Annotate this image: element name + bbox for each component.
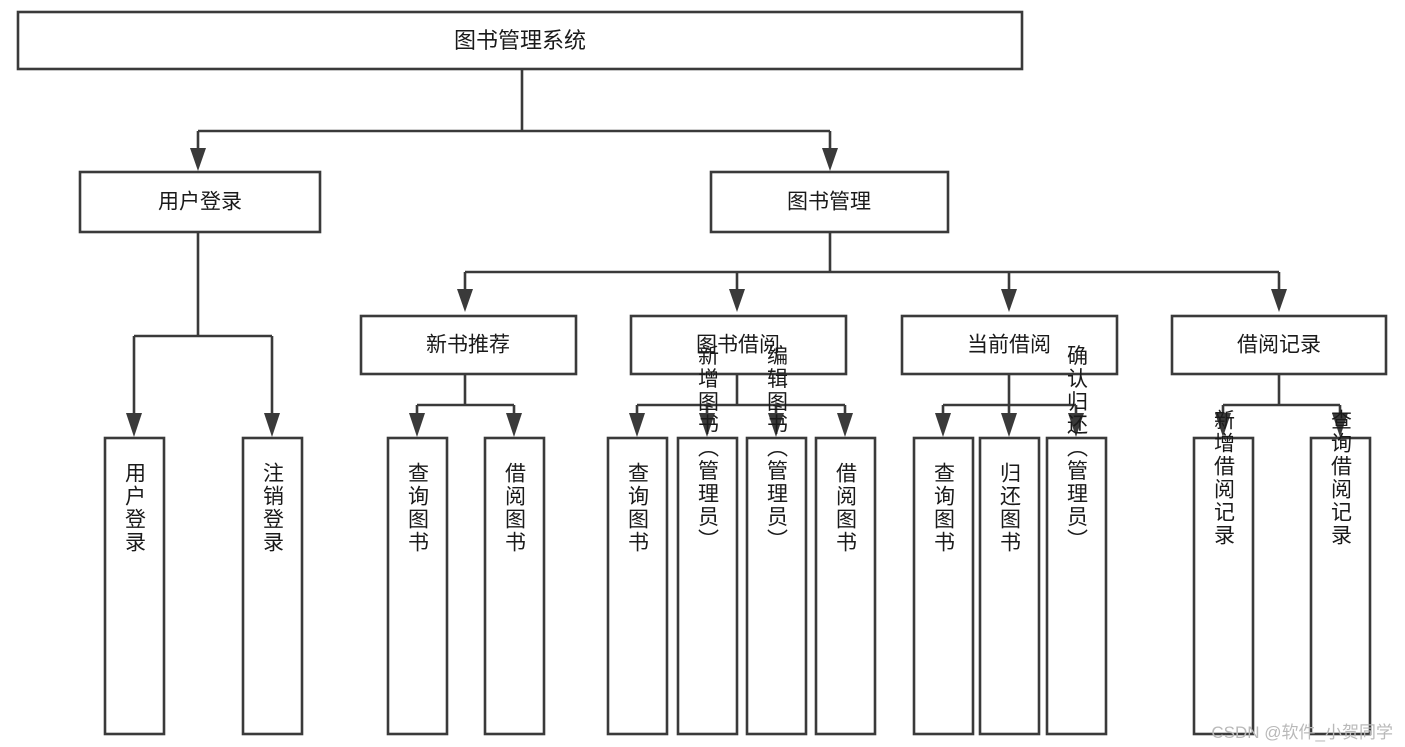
leaf-borrow-book-1[interactable]: 借阅图书: [483, 436, 546, 736]
leaf-query-book-1-label: 查询图书: [406, 462, 430, 554]
connector-root-to-level2: [190, 69, 838, 171]
node-book-management-label: 图书管理: [787, 191, 871, 214]
node-book-management[interactable]: 图书管理: [709, 170, 950, 234]
leaf-return-book-label: 归还图书: [998, 462, 1022, 554]
node-user-login[interactable]: 用户登录: [78, 170, 322, 234]
connector-book-mgmt-to-level3: [457, 232, 1287, 312]
leaf-query-borrow-record[interactable]: 查询借阅记录: [1309, 409, 1372, 736]
node-borrow-record-label: 借阅记录: [1237, 334, 1321, 357]
leaf-borrow-book-2-label: 借阅图书: [834, 462, 858, 554]
leaf-add-borrow-record[interactable]: 新增借阅记录: [1192, 409, 1255, 736]
leaf-query-book-2[interactable]: 查询图书: [606, 436, 669, 736]
leaf-query-borrow-record-box[interactable]: [1309, 436, 1372, 736]
node-new-book-recommend[interactable]: 新书推荐: [359, 314, 578, 376]
node-root[interactable]: 图书管理系统: [16, 10, 1024, 71]
node-user-login-box[interactable]: [78, 170, 322, 234]
leaf-user-login-label: 用户登录: [123, 462, 147, 554]
leaf-logout[interactable]: 注销登录: [241, 436, 304, 736]
node-book-borrow-label: 图书借阅: [696, 334, 780, 357]
node-root-box[interactable]: [16, 10, 1024, 71]
node-current-borrow-box[interactable]: [900, 314, 1119, 376]
leaf-query-book-1[interactable]: 查询图书: [386, 436, 449, 736]
leaf-borrow-book-1-label: 借阅图书: [503, 462, 527, 554]
node-book-management-box[interactable]: [709, 170, 950, 234]
node-current-borrow[interactable]: 当前借阅: [900, 314, 1119, 376]
leaf-confirm-return-admin-box[interactable]: [1045, 436, 1108, 736]
leaf-return-book-box[interactable]: [978, 436, 1041, 736]
node-book-borrow[interactable]: 图书借阅: [629, 314, 848, 376]
connector-new-book-to-leaves: [409, 374, 522, 437]
leaf-borrow-book-2[interactable]: 借阅图书: [814, 436, 877, 736]
leaf-return-book[interactable]: 归还图书: [978, 436, 1041, 736]
leaf-edit-book-admin-box[interactable]: [745, 436, 808, 736]
leaf-user-login-box[interactable]: [103, 436, 166, 736]
node-new-book-recommend-box[interactable]: [359, 314, 578, 376]
leaf-edit-book-admin-label: 编辑图书（管理员）: [765, 345, 789, 552]
leaf-add-book-admin[interactable]: 新增图书（管理员）: [676, 345, 739, 736]
connector-user-login-to-leaves: [126, 232, 280, 437]
leaf-edit-book-admin[interactable]: 编辑图书（管理员）: [745, 345, 808, 736]
leaf-add-book-admin-label: 新增图书（管理员）: [696, 345, 720, 552]
connector-current-borrow-to-leaves: [935, 374, 1084, 437]
leaf-query-book-3-box[interactable]: [912, 436, 975, 736]
node-borrow-record[interactable]: 借阅记录: [1170, 314, 1388, 376]
leaf-add-book-admin-box[interactable]: [676, 436, 739, 736]
leaf-confirm-return-admin[interactable]: 确认归还（管理员）: [1045, 345, 1108, 736]
leaf-query-book-3-label: 查询图书: [932, 462, 956, 554]
leaf-logout-label: 注销登录: [261, 462, 285, 554]
connector-book-borrow-to-leaves: [629, 374, 853, 437]
node-user-login-label: 用户登录: [158, 191, 242, 214]
node-book-borrow-box[interactable]: [629, 314, 848, 376]
leaf-borrow-book-2-box[interactable]: [814, 436, 877, 736]
node-root-label: 图书管理系统: [454, 28, 586, 53]
leaf-query-book-3[interactable]: 查询图书: [912, 436, 975, 736]
leaf-add-borrow-record-label: 新增借阅记录: [1212, 409, 1236, 547]
leaf-query-book-1-box[interactable]: [386, 436, 449, 736]
leaf-query-borrow-record-label: 查询借阅记录: [1329, 409, 1353, 547]
leaf-user-login[interactable]: 用户登录: [103, 436, 166, 736]
node-new-book-recommend-label: 新书推荐: [426, 334, 510, 357]
leaf-add-borrow-record-box[interactable]: [1192, 436, 1255, 736]
leaf-query-book-2-box[interactable]: [606, 436, 669, 736]
leaf-query-book-2-label: 查询图书: [626, 462, 650, 554]
connector-borrow-record-to-leaves: [1215, 374, 1348, 437]
leaf-confirm-return-admin-label: 确认归还（管理员）: [1065, 345, 1089, 552]
node-borrow-record-box[interactable]: [1170, 314, 1388, 376]
node-current-borrow-label: 当前借阅: [967, 334, 1051, 357]
leaf-logout-box[interactable]: [241, 436, 304, 736]
leaf-borrow-book-1-box[interactable]: [483, 436, 546, 736]
